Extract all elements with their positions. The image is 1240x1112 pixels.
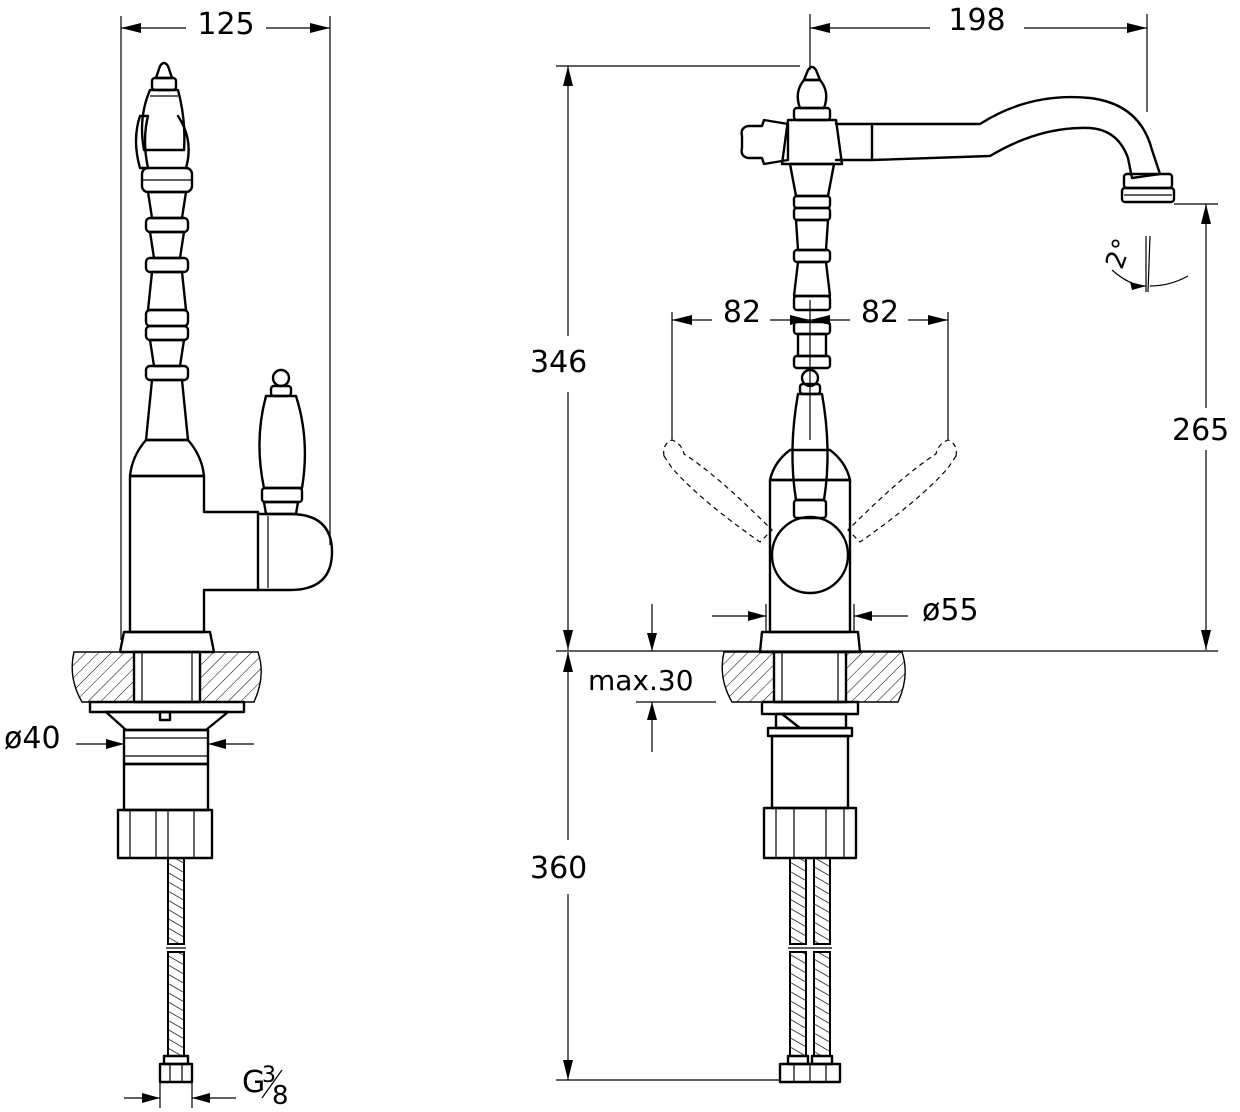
front-column: [788, 162, 836, 370]
spout-height-dimension: 265: [1172, 203, 1229, 650]
max-counter-label: max.30: [588, 664, 694, 697]
front-counter-slab: [721, 650, 906, 704]
front-mounting: [760, 700, 860, 860]
lever-right-label: 82: [861, 295, 899, 330]
front-flexible-hoses: [778, 857, 842, 1084]
counter-slab: [71, 650, 262, 704]
lever-left-label: 82: [723, 295, 761, 330]
width-label: 125: [197, 7, 254, 42]
column: [128, 166, 206, 478]
angle-dimension: 2°: [1100, 235, 1189, 293]
angle-label: 2°: [1100, 235, 1138, 273]
lever-swing-dimension: 82 82: [671, 295, 949, 440]
front-lever-handle: [791, 368, 829, 520]
thread-denominator: 8: [272, 1081, 289, 1111]
thread-label-prefix: G: [242, 1065, 265, 1100]
body: [118, 474, 334, 654]
spout-head: [134, 61, 190, 170]
total-height-label: 346: [530, 345, 587, 380]
max-counter-dimension: max.30: [588, 604, 716, 752]
side-view: 125: [4, 7, 334, 1111]
pipe-diameter-label: ø40: [4, 721, 61, 756]
front-body: [758, 448, 862, 654]
lever-handle: [258, 368, 307, 516]
thread-dimension: G 3 8: [124, 1063, 289, 1111]
width-dimension: 125: [120, 7, 331, 640]
base-diameter-dimension: ø55: [712, 593, 979, 632]
mounting-plate: [88, 700, 246, 860]
under-counter-label: 360: [530, 851, 587, 886]
pipe-diameter-dimension: ø40: [4, 721, 254, 756]
spout-height-label: 265: [1172, 413, 1229, 448]
front-view: 198 346: [530, 3, 1229, 1084]
spout-reach-label: 198: [948, 3, 1005, 38]
lever-ghost-positions: [663, 439, 957, 543]
spout: [740, 65, 1176, 204]
total-height-dimension: 346: [530, 65, 800, 650]
under-counter-dimension: 360: [530, 652, 780, 1081]
flexible-hose: [158, 857, 194, 1084]
base-diameter-label: ø55: [922, 593, 979, 628]
spout-reach-dimension: 198: [809, 3, 1148, 112]
thread-numerator: 3: [262, 1063, 276, 1088]
